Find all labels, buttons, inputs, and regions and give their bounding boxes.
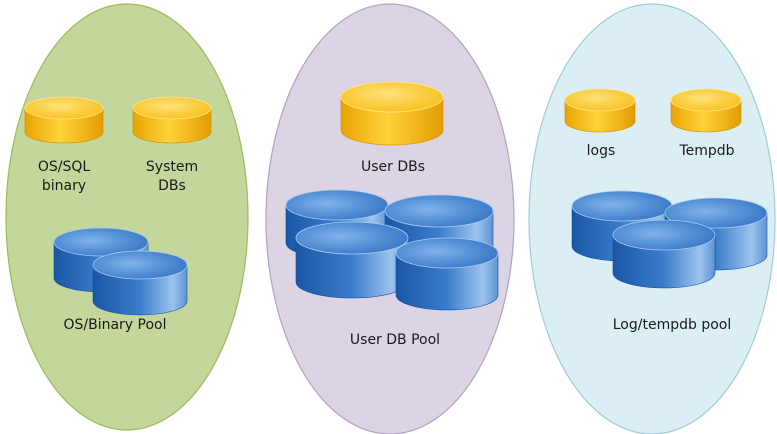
gold-disk-system-dbs xyxy=(132,96,212,144)
disk-label-logs: logs xyxy=(586,143,616,159)
disk-label-tempdb: Tempdb xyxy=(679,143,735,159)
pool-label-os-binary: OS/Binary Pool xyxy=(63,317,167,333)
blue-disk xyxy=(295,221,409,299)
disk-label-line: System xyxy=(145,159,199,175)
gold-disk-user-dbs xyxy=(340,81,444,146)
disk-label-line: DBs xyxy=(158,178,186,194)
pool-label-user-db: User DB Pool xyxy=(349,332,441,348)
disk-label-system-dbs: System DBs xyxy=(132,158,212,196)
blue-disk xyxy=(612,219,716,289)
gold-disk-tempdb xyxy=(670,88,742,133)
gold-disk-logs xyxy=(564,88,636,133)
disk-label-line: binary xyxy=(41,178,87,194)
pool-ellipse-os-binary xyxy=(5,3,249,431)
gold-disk-os-sql-binary xyxy=(24,96,104,144)
pool-label-log-tempdb: Log/tempdb pool xyxy=(612,317,732,333)
blue-disk xyxy=(395,237,499,311)
blue-disk xyxy=(92,250,188,316)
disk-label-line: OS/SQL xyxy=(37,159,91,175)
disk-label-user-dbs: User DBs xyxy=(360,159,426,175)
disk-label-os-sql-binary: OS/SQL binary xyxy=(24,158,104,196)
